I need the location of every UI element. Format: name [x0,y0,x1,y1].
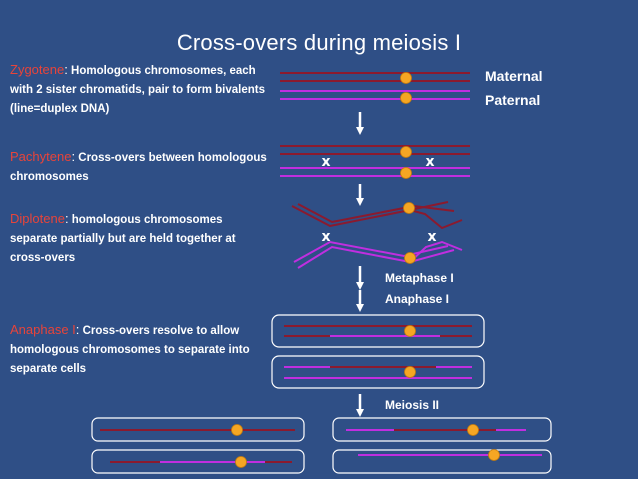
stage-name: Diplotene [10,211,65,226]
pachytene-bivalent: x x [280,145,470,179]
meiosis-ii-product [91,449,305,474]
centromere [404,252,416,264]
stage-description: Cross-overs resolve to allow homologous … [10,325,250,375]
centromere [231,424,243,436]
cell-outline [271,355,485,389]
legend-paternal: Paternal [485,92,541,108]
centromere [404,366,416,378]
crossover-mark: x [425,154,434,170]
centromere [467,424,479,436]
stage-description: homologous chromosomes separate partiall… [10,214,236,264]
label-metaphase-i: Metaphase I [385,271,454,285]
step-zygotene: Zygotene: Homologous chromosomes, each w… [10,62,265,115]
centromere [403,202,415,214]
anaphase-product-paternal [271,355,485,389]
cell-outline [91,449,305,474]
step-pachytene: Pachytene: Cross-overs between homologou… [10,149,267,183]
centromere [404,325,416,337]
legend-maternal: Maternal [485,68,543,84]
cell-outline [91,417,305,442]
paternal-chromatid [297,245,455,269]
paternal-chromatid [409,240,463,263]
stage-description: Cross-overs between homologous chromosom… [10,152,267,183]
label-anaphase-i: Anaphase I [385,292,450,306]
stage-description: Homologous chromosomes, each with 2 sist… [10,65,265,115]
step-anaphase: Anaphase I: Cross-overs resolve to allow… [10,322,250,375]
centromere [400,167,412,179]
label-meiosis-ii: Meiosis II [385,398,440,412]
centromere [400,146,412,158]
meiosis-ii-product [332,449,552,474]
maternal-chromatid [409,209,463,230]
crossover-mark: x [321,154,330,170]
zygotene-bivalent [280,72,470,104]
centromere [400,92,412,104]
cell-outline [271,314,485,348]
step-diplotene: Diplotene: homologous chromosomes separa… [10,211,236,264]
slide-title: Cross-overs during meiosis I [176,30,462,55]
meiosis-ii-product [91,417,305,442]
stage-name: Zygotene [10,62,65,77]
crossover-mark: x [321,229,330,245]
centromere [488,449,500,461]
centromere [400,72,412,84]
centromere [235,456,247,468]
anaphase-product-maternal [271,314,485,348]
cell-outline [332,449,552,474]
paternal-chromatid [293,240,449,263]
stage-name: Pachytene [10,149,72,164]
maternal-chromatid [297,203,455,224]
maternal-chromatid [291,201,449,228]
cell-outline [332,417,552,442]
diplotene-bivalent: x x [291,201,463,269]
stage-name: Anaphase I [10,322,76,337]
meiosis-ii-product [332,417,552,442]
crossover-mark: x [427,229,436,245]
